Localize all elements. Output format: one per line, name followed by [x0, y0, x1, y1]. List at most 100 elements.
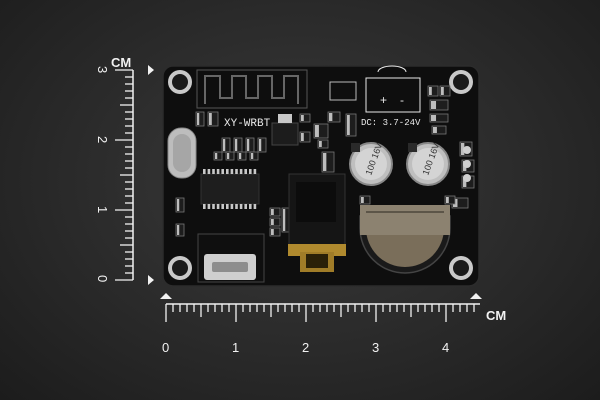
- vertical-ruler-label-1: 1: [95, 206, 110, 213]
- smd-pad: [319, 141, 322, 147]
- header-pin: [463, 146, 471, 154]
- smd-component: [299, 113, 311, 123]
- vertical-ruler-arrow-top: [148, 65, 154, 75]
- power-plus-label: +: [380, 93, 387, 107]
- ic-pin: [239, 169, 243, 174]
- smd-pad: [177, 199, 180, 211]
- smd-component: [233, 137, 243, 153]
- vertical-ruler-label-2: 2: [95, 136, 110, 143]
- electrolytic-capacitor-left: 100 16V: [349, 141, 393, 186]
- smd-component: [317, 139, 329, 149]
- ic-pin: [216, 169, 220, 174]
- smd-body: [269, 207, 281, 217]
- smd-component: [213, 151, 223, 161]
- ic-pins: [203, 169, 257, 209]
- smd-pad: [323, 153, 327, 171]
- header-pins: [463, 146, 471, 182]
- smd-component: [175, 223, 185, 237]
- smd-component: [321, 151, 335, 173]
- smd-component: [439, 85, 451, 97]
- smd-component: [269, 207, 281, 217]
- smd-body: [429, 99, 449, 111]
- ic-pin: [244, 169, 247, 174]
- vertical-ruler: CM 3 2 1 0: [95, 55, 154, 285]
- smd-components: [175, 85, 475, 237]
- smd-body: [269, 217, 281, 227]
- ic-pin: [226, 169, 229, 174]
- ic-pin: [221, 204, 224, 209]
- smd-pad: [223, 139, 226, 151]
- power-terminal: + -: [365, 65, 421, 113]
- smd-component: [195, 111, 205, 127]
- smd-pad: [227, 153, 230, 159]
- battery-holder: [359, 205, 451, 274]
- smd-component: [345, 113, 357, 137]
- audio-jack: [288, 173, 346, 272]
- smd-pad: [301, 133, 304, 141]
- smd-pad: [251, 153, 254, 159]
- smd-component: [175, 197, 185, 213]
- smd-body: [317, 139, 329, 149]
- smd-body: [299, 131, 311, 143]
- smd-pad: [463, 177, 467, 187]
- smd-body: [439, 85, 451, 97]
- pcb-board: XY-WRBT DC: 3.7-24V + -: [162, 65, 480, 287]
- smd-pad: [247, 139, 250, 151]
- ic-pin: [230, 169, 234, 174]
- smd-component: [327, 111, 341, 123]
- smd-pad: [235, 139, 238, 151]
- smd-body: [249, 151, 259, 161]
- mounting-hole-bottom-left: [168, 256, 192, 280]
- smd-body: [237, 151, 247, 161]
- ic-pin: [235, 169, 238, 174]
- ic-pin: [212, 169, 215, 174]
- smd-component: [237, 151, 247, 161]
- ic-pin: [221, 169, 224, 174]
- horizontal-ruler: CM 0 1 2 3 4: [160, 293, 506, 355]
- smd-component: [257, 137, 267, 153]
- board-power-label: DC: 3.7-24V: [361, 118, 421, 128]
- crystal-oscillator: [167, 127, 197, 179]
- smd-pad: [347, 115, 350, 135]
- smd-body: [225, 151, 235, 161]
- smd-pad: [209, 113, 212, 125]
- mounting-hole-top-right: [449, 70, 473, 94]
- smd-body: [257, 137, 267, 153]
- smd-pad: [433, 127, 437, 133]
- smd-body: [431, 125, 447, 135]
- ic-pin: [226, 204, 229, 209]
- smd-component: [299, 131, 311, 143]
- micro-usb-port[interactable]: [197, 233, 265, 283]
- smd-pad: [239, 153, 242, 159]
- smd-pad: [361, 197, 364, 203]
- smd-component: [429, 99, 449, 111]
- smd-component: [207, 111, 219, 127]
- smd-pad: [283, 209, 286, 231]
- horizontal-ruler-unit: CM: [486, 308, 506, 323]
- smd-pad: [197, 113, 200, 125]
- smd-component: [225, 151, 235, 161]
- smd-pad: [429, 87, 432, 95]
- smd-component: [431, 125, 447, 135]
- smd-pad: [441, 87, 444, 95]
- horizontal-ruler-arrow-left: [160, 293, 172, 299]
- horizontal-ruler-label-4: 4: [442, 340, 449, 355]
- ic-pin: [230, 204, 234, 209]
- smd-pad: [259, 139, 262, 151]
- electrolytic-capacitor-right: 100 16V: [406, 141, 450, 186]
- mounting-hole-bottom-right: [449, 256, 473, 280]
- smd-body: [327, 111, 341, 123]
- voltage-regulator: [271, 114, 299, 146]
- smd-body: [213, 151, 223, 161]
- vertical-ruler-ticks: [115, 69, 133, 281]
- vertical-ruler-label-0: 0: [95, 275, 110, 282]
- smd-body: [175, 223, 185, 237]
- smd-component: [427, 85, 439, 97]
- smd-body: [175, 197, 185, 213]
- ic-pin: [244, 204, 247, 209]
- smd-pad: [461, 143, 465, 155]
- smd-body: [427, 85, 439, 97]
- smd-pad: [315, 125, 319, 137]
- ic-pin: [207, 204, 211, 209]
- horizontal-ruler-label-3: 3: [372, 340, 379, 355]
